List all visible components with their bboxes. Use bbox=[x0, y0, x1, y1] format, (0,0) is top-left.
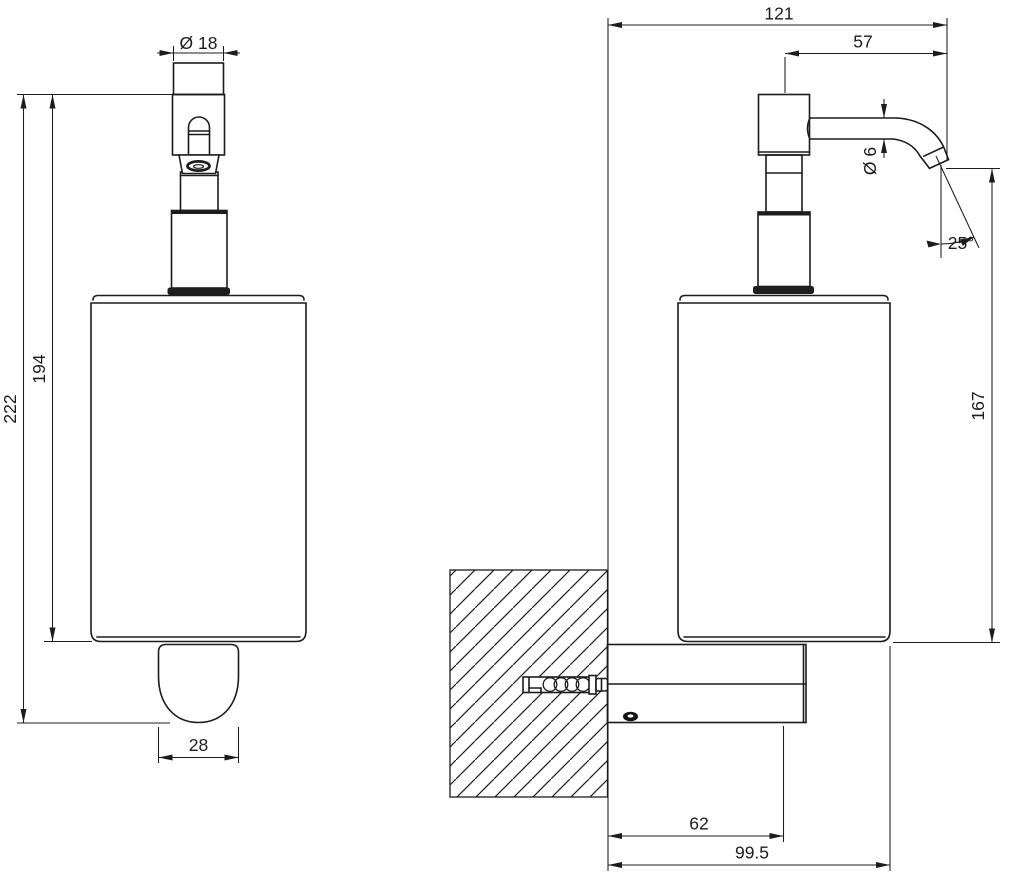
dim-label-total-height: 222 bbox=[0, 394, 20, 423]
front-bottle-body bbox=[90, 294, 307, 643]
dim-wall-to-body-front: 99.5 bbox=[608, 646, 891, 871]
dim-wall-to-axis: 62 bbox=[608, 726, 785, 842]
dim-front-total-height: 222 bbox=[0, 93, 174, 724]
dim-label-spout-diameter: Ø 6 bbox=[860, 147, 880, 175]
dim-label-spout-angle: 25° bbox=[948, 233, 974, 253]
spout-tip-joint bbox=[922, 146, 944, 157]
front-pump-button bbox=[172, 62, 225, 96]
dim-label-wall-to-axis: 62 bbox=[689, 814, 708, 834]
dim-label-wall-to-body-front: 99.5 bbox=[735, 843, 769, 863]
dim-front-bracket-width: 28 bbox=[157, 727, 240, 763]
front-nozzle bbox=[178, 154, 220, 175]
screw-washer bbox=[588, 674, 597, 695]
dim-spout-to-body-bottom: 167 bbox=[893, 167, 1000, 644]
side-spout bbox=[806, 117, 950, 170]
dim-label-body-height: 194 bbox=[29, 354, 49, 383]
dim-label-total-depth: 121 bbox=[764, 4, 793, 24]
dim-spout-angle: 25° bbox=[926, 155, 980, 258]
front-bottle-flange bbox=[167, 287, 230, 295]
dim-label-spout-reach: 57 bbox=[853, 32, 872, 52]
dim-label-head-diameter: Ø 18 bbox=[180, 33, 218, 53]
bracket-screw-hole bbox=[623, 711, 638, 722]
side-view bbox=[449, 18, 950, 871]
front-nozzle-opening bbox=[186, 159, 211, 172]
dim-side-spout-reach: 57 bbox=[784, 32, 947, 93]
dim-label-spout-to-body-bottom: 167 bbox=[968, 391, 988, 420]
front-pump-head bbox=[171, 93, 226, 156]
side-bottle-body bbox=[677, 294, 891, 643]
front-pump-collar bbox=[170, 209, 228, 289]
front-view bbox=[90, 62, 307, 724]
side-bottle-flange bbox=[753, 286, 814, 294]
side-dimensions: 121 57 Ø 6 25° 167 bbox=[608, 4, 1000, 871]
front-wall-bracket bbox=[157, 643, 240, 724]
spout-tip-face bbox=[928, 158, 950, 170]
dim-spout-diameter: Ø 6 bbox=[860, 99, 887, 175]
side-pump-head bbox=[757, 93, 811, 156]
dim-label-bracket-width: 28 bbox=[189, 735, 208, 755]
side-pump-collar bbox=[757, 211, 811, 288]
side-pump-neck bbox=[765, 154, 803, 213]
spout-root-arc bbox=[806, 117, 811, 140]
front-pump-neck bbox=[179, 171, 219, 212]
side-bracket-arm bbox=[606, 643, 807, 724]
wall-plug-screw bbox=[522, 674, 609, 695]
front-spout-tube bbox=[187, 116, 211, 156]
dim-side-total-depth: 121 bbox=[608, 4, 948, 160]
dim-front-body-height: 194 bbox=[29, 94, 92, 643]
front-dimensions: Ø 18 222 194 28 bbox=[0, 33, 240, 763]
dim-front-head-diameter: Ø 18 bbox=[157, 33, 240, 61]
